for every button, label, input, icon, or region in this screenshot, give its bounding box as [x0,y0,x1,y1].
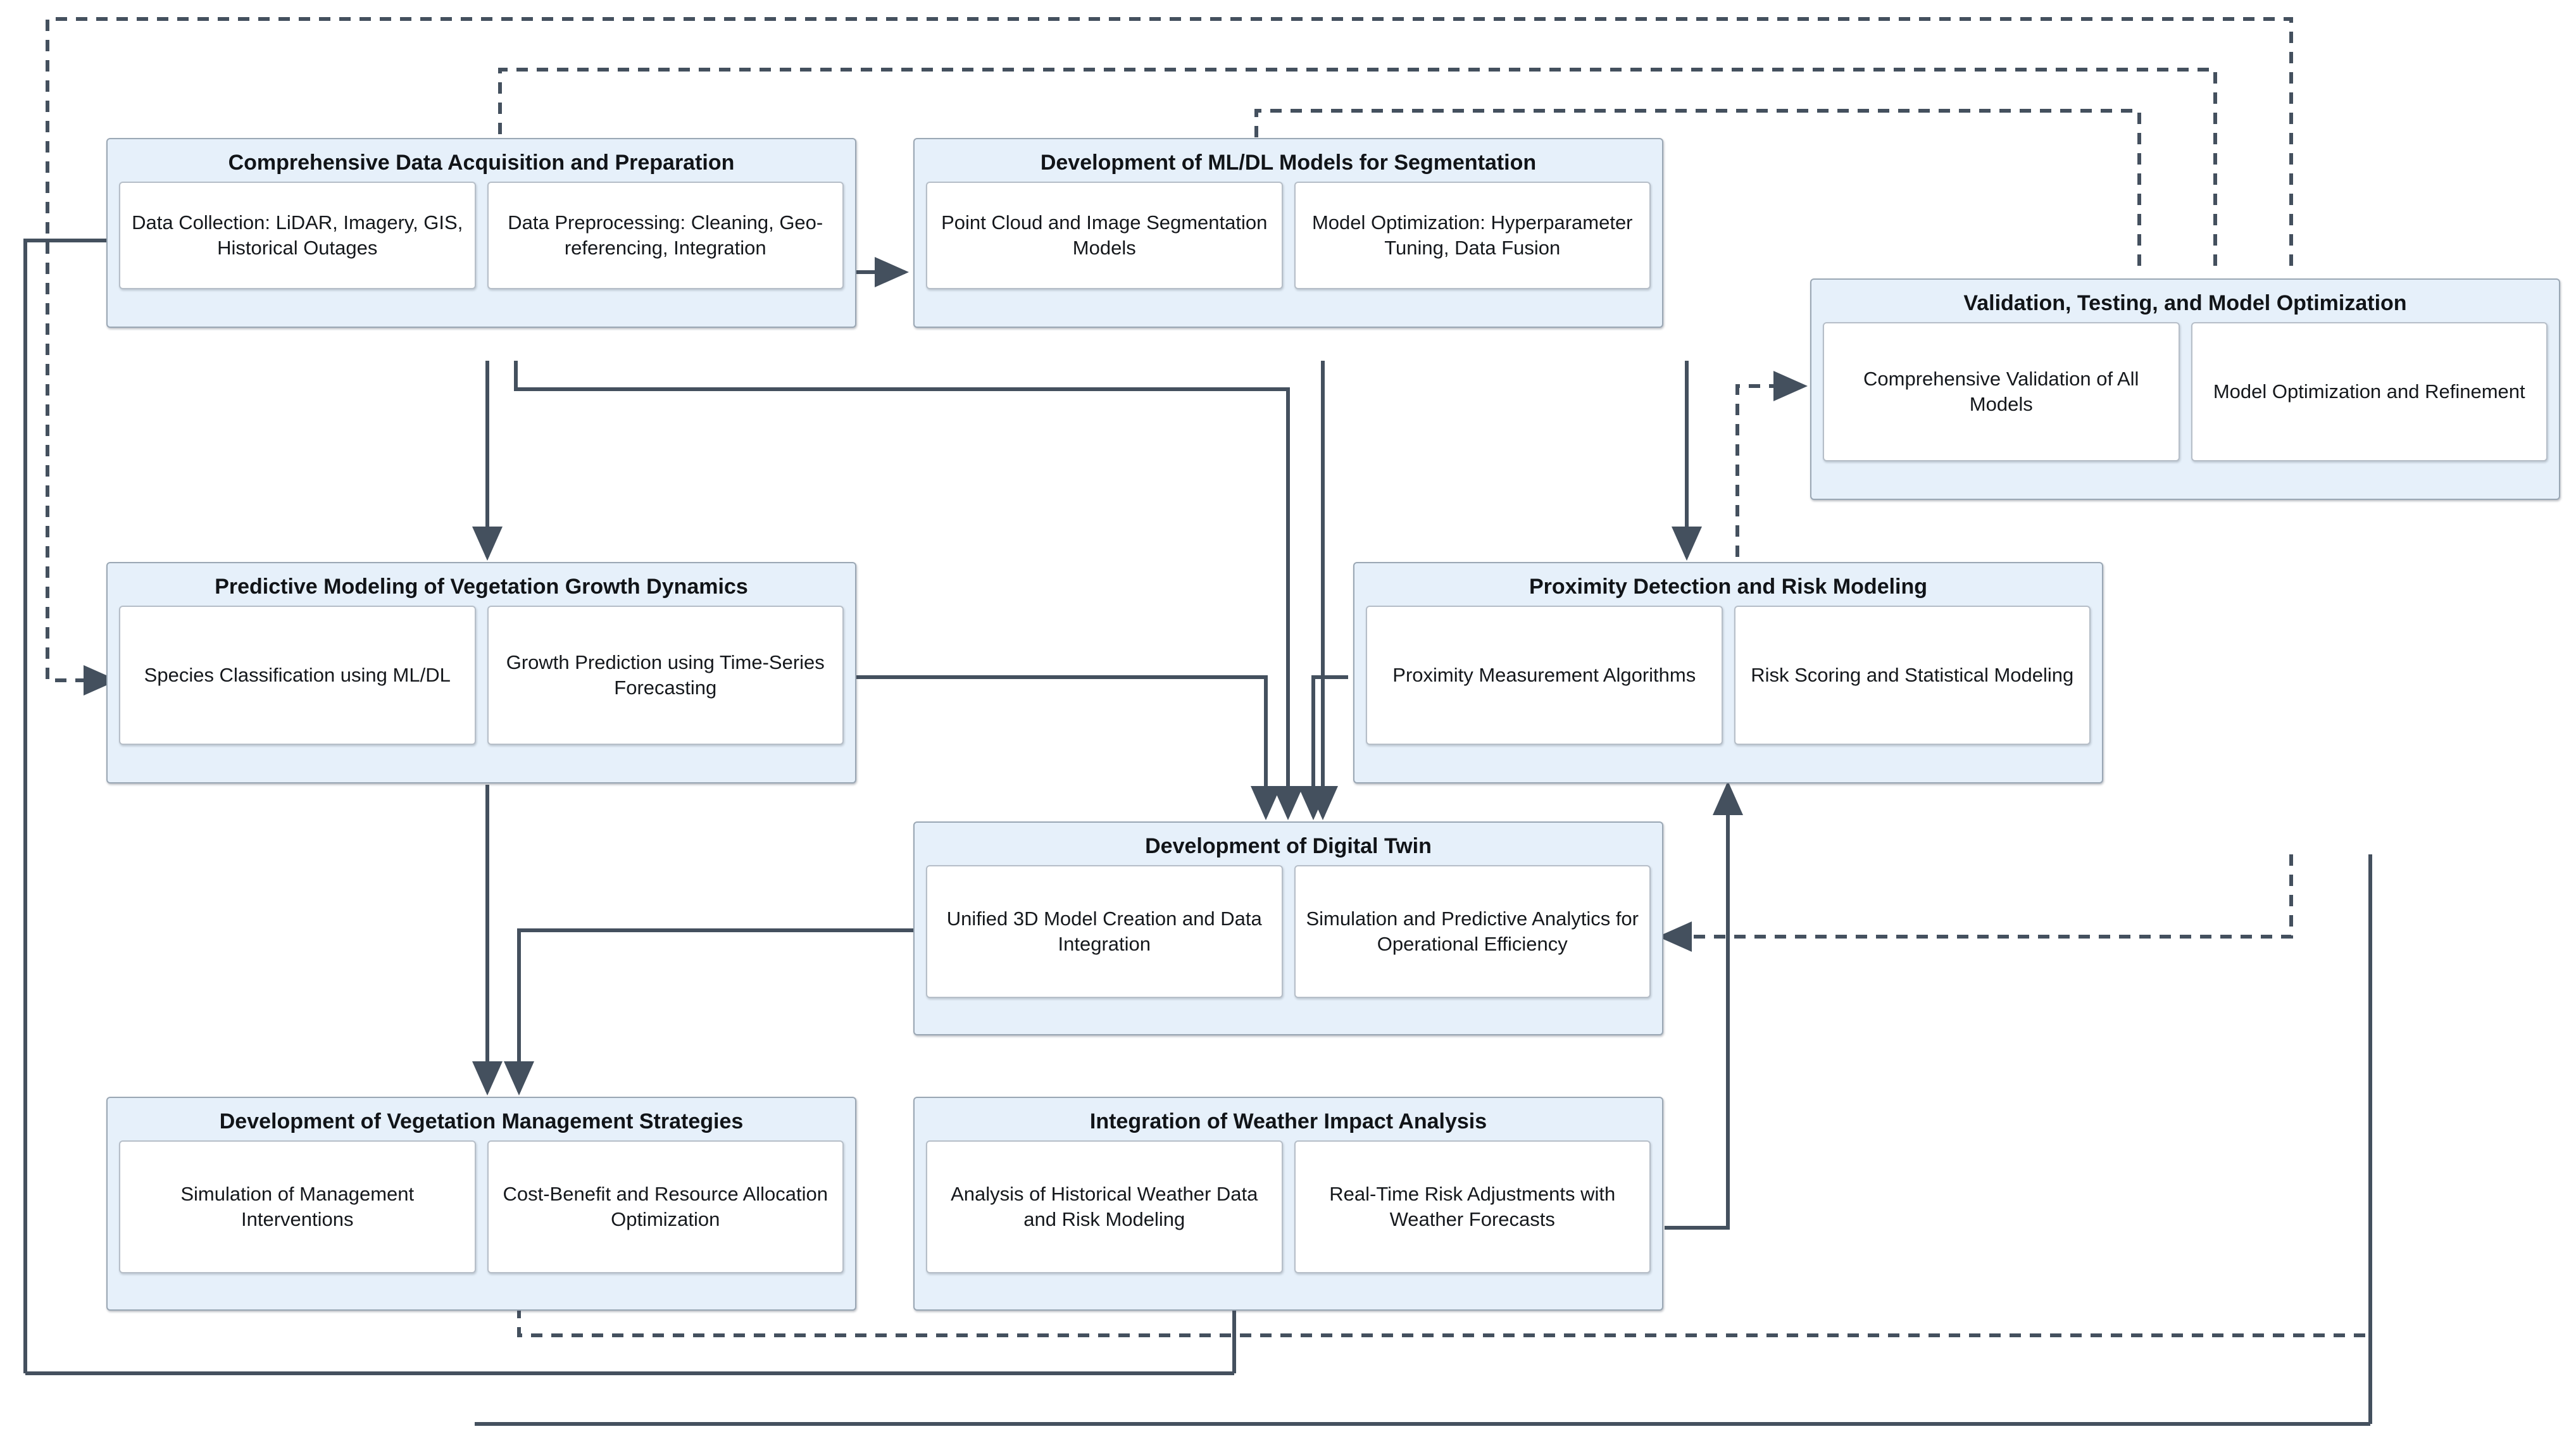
leaf-node[interactable]: Real-Time Risk Adjustments with Weather … [1294,1140,1651,1274]
cluster-ml-dl-models[interactable]: Development of ML/DL Models for Segmenta… [913,138,1663,328]
leaf-row: Analysis of Historical Weather Data and … [915,1140,1662,1285]
leaf-node[interactable]: Simulation and Predictive Analytics for … [1294,865,1651,999]
leaf-node[interactable]: Model Optimization and Refinement [2191,322,2548,462]
leaf-node[interactable]: Comprehensive Validation of All Models [1823,322,2180,462]
cluster-data-acquisition[interactable]: Comprehensive Data Acquisition and Prepa… [106,138,856,328]
cluster-title: Integration of Weather Impact Analysis [1089,1109,1487,1133]
cluster-title: Development of ML/DL Models for Segmenta… [1040,151,1537,175]
leaf-row: Simulation of Management Interventions C… [108,1140,855,1285]
leaf-row: Species Classification using ML/DL Growt… [108,606,855,756]
cluster-vegetation-management[interactable]: Development of Vegetation Management Str… [106,1097,856,1311]
leaf-node[interactable]: Risk Scoring and Statistical Modeling [1734,606,2091,746]
leaf-node[interactable]: Species Classification using ML/DL [119,606,476,746]
edge-proximity-to-twin [1298,675,1348,820]
cluster-title: Comprehensive Data Acquisition and Prepa… [228,151,735,175]
cluster-title: Development of Digital Twin [1145,834,1432,858]
edge-validation-to-twin [1658,854,2293,952]
leaf-node[interactable]: Data Collection: LiDAR, Imagery, GIS, Hi… [119,182,476,290]
cluster-title: Validation, Testing, and Model Optimizat… [1963,291,2407,315]
cluster-predictive-modeling[interactable]: Predictive Modeling of Vegetation Growth… [106,562,856,783]
cluster-weather-impact[interactable]: Integration of Weather Impact Analysis A… [913,1097,1663,1311]
edge-weather-to-proximity [1665,781,1743,1230]
leaf-node[interactable]: Point Cloud and Image Segmentation Model… [926,182,1283,290]
edge-validation-to-predictive [46,17,2293,696]
leaf-node[interactable]: Unified 3D Model Creation and Data Integ… [926,865,1283,999]
leaf-row: Proximity Measurement Algorithms Risk Sc… [1354,606,2102,756]
cluster-validation-testing[interactable]: Validation, Testing, and Model Optimizat… [1810,278,2560,500]
cluster-digital-twin[interactable]: Development of Digital Twin Unified 3D M… [913,821,1663,1035]
edge-validation-to-vegmgmt [504,854,2372,1337]
cluster-title: Development of Vegetation Management Str… [219,1109,744,1133]
cluster-title: Predictive Modeling of Vegetation Growth… [215,575,748,599]
leaf-node[interactable]: Simulation of Management Interventions [119,1140,476,1274]
edge-predictive-to-twin [856,675,1281,820]
cluster-proximity-detection[interactable]: Proximity Detection and Risk Modeling Pr… [1353,562,2103,783]
leaf-row: Point Cloud and Image Segmentation Model… [915,182,1662,301]
cluster-title: Proximity Detection and Risk Modeling [1529,575,1928,599]
leaf-node[interactable]: Data Preprocessing: Cleaning, Geo-refere… [487,182,844,290]
leaf-node[interactable]: Analysis of Historical Weather Data and … [926,1140,1283,1274]
leaf-row: Comprehensive Validation of All Models M… [1811,322,2559,473]
edge-twin-to-vegmgmt [504,928,919,1095]
leaf-node[interactable]: Proximity Measurement Algorithms [1366,606,1723,746]
leaf-row: Data Collection: LiDAR, Imagery, GIS, Hi… [108,182,855,301]
leaf-row: Unified 3D Model Creation and Data Integ… [915,865,1662,1009]
leaf-node[interactable]: Model Optimization: Hyperparameter Tunin… [1294,182,1651,290]
leaf-node[interactable]: Cost-Benefit and Resource Allocation Opt… [487,1140,844,1274]
leaf-node[interactable]: Growth Prediction using Time-Series Fore… [487,606,844,746]
edge-acq-to-twin [514,361,1303,820]
edge-proximity-to-validation [1735,371,1808,557]
